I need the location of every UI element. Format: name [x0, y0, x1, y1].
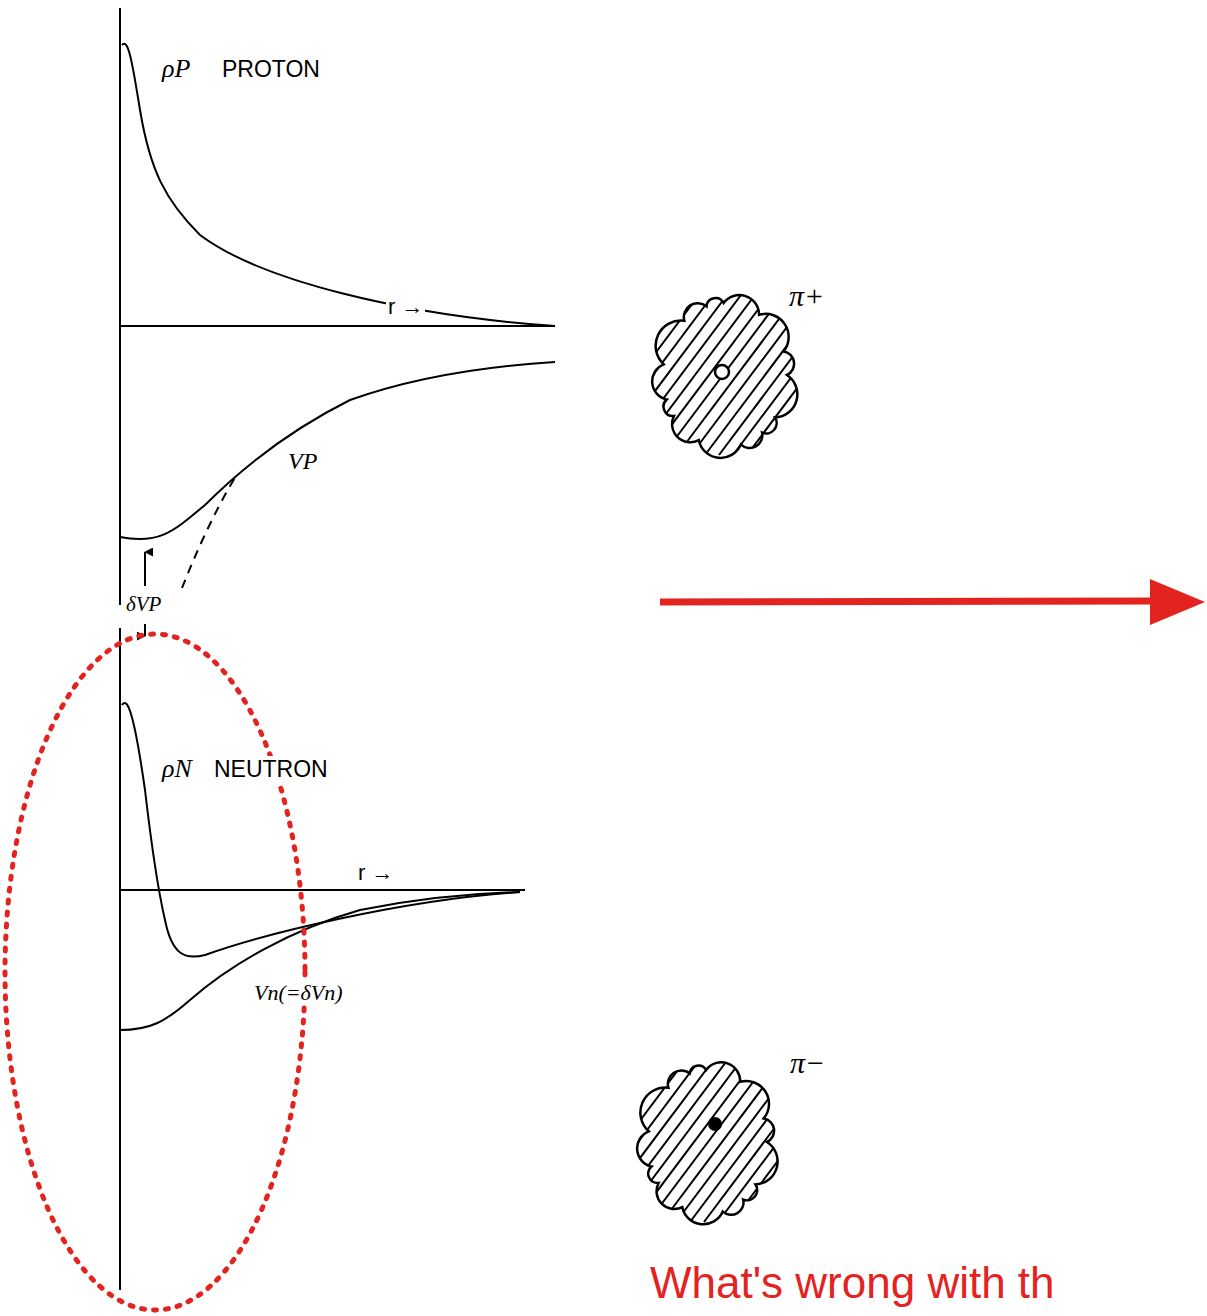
- note-text: What's wrong with th: [648, 1258, 1057, 1309]
- density-curve: [122, 44, 555, 326]
- red-arrow-head: [1150, 579, 1205, 625]
- hatch-line: [733, 295, 853, 455]
- axis-label: r →: [356, 860, 395, 885]
- cloud-outline: [640, 1062, 775, 1222]
- hatch-line: [914, 1062, 1034, 1222]
- pion-cloud: π−: [640, 1062, 775, 1222]
- hatch-line: [760, 1062, 880, 1222]
- hatching: [480, 1062, 1048, 1222]
- delta-arrow: [144, 552, 146, 586]
- pion-label: π−: [790, 1046, 825, 1081]
- axis-label: NEUTRON: [212, 756, 330, 782]
- hatch-line: [747, 295, 867, 455]
- axis-label: PROTON: [220, 56, 322, 82]
- hatch-line: [943, 295, 1063, 455]
- axis-label: r →: [386, 294, 425, 319]
- hatch-line: [746, 1062, 866, 1222]
- axis-label: VP: [286, 448, 319, 476]
- hatch-line: [788, 1062, 908, 1222]
- potential-curve: [120, 362, 555, 539]
- axis-label: ρN: [160, 754, 194, 784]
- hatch-line: [886, 1062, 1006, 1222]
- hatch-line: [830, 1062, 950, 1222]
- cloud-border: [652, 295, 797, 458]
- hatch-line: [844, 1062, 964, 1222]
- hatch-line: [508, 1062, 628, 1222]
- hatch-line: [929, 295, 1049, 455]
- density-curve: [122, 703, 520, 957]
- delta-arrow: [144, 624, 146, 636]
- y-axis: [119, 628, 121, 1290]
- r-axis: [120, 325, 555, 327]
- hatch-line: [859, 295, 979, 455]
- dashed-potential-curve: [182, 476, 236, 588]
- hatch-line: [845, 295, 965, 455]
- cloud-border: [637, 1062, 777, 1224]
- hatch-line: [872, 1062, 992, 1222]
- hatch-line: [900, 1062, 1020, 1222]
- hatch-line: [522, 1062, 642, 1222]
- hatch-line: [831, 295, 951, 455]
- hatch-line: [858, 1062, 978, 1222]
- r-axis: [120, 889, 525, 891]
- hatch-line: [480, 1062, 600, 1222]
- hatch-line: [509, 295, 629, 455]
- hatch-line: [887, 295, 1007, 455]
- axis-label: Vn(=δVn): [252, 980, 345, 1005]
- axis-label: ρP: [160, 54, 192, 84]
- hatch-line: [816, 1062, 936, 1222]
- cloud-outline: [655, 295, 795, 455]
- hatch-line: [494, 1062, 614, 1222]
- highlight-ellipse: [5, 634, 305, 1310]
- hatch-line: [915, 295, 1035, 455]
- hatch-line: [537, 295, 657, 455]
- hatch-line: [802, 1062, 922, 1222]
- hatch-line: [732, 1062, 852, 1222]
- pion-cloud: π+: [655, 295, 795, 455]
- hatch-line: [873, 295, 993, 455]
- hatch-line: [523, 295, 643, 455]
- pion-label: π+: [789, 279, 824, 314]
- hatch-line: [901, 295, 1021, 455]
- hatch-line: [817, 295, 937, 455]
- hatch-line: [495, 295, 615, 455]
- hatch-line: [774, 1062, 894, 1222]
- hatch-line: [789, 295, 909, 455]
- hollow-nucleon: [715, 365, 729, 379]
- hatch-line: [803, 295, 923, 455]
- y-axis: [119, 8, 121, 605]
- red-arrow-shaft: [660, 601, 1158, 602]
- hatch-line: [718, 1062, 838, 1222]
- red-arrow: [660, 579, 1205, 625]
- axis-label: δVP: [124, 592, 163, 616]
- hatch-line: [704, 1062, 824, 1222]
- hatch-line: [928, 1062, 1048, 1222]
- filled-nucleon: [708, 1117, 722, 1131]
- hatch-line: [775, 295, 895, 455]
- potential-curve: [120, 892, 520, 1030]
